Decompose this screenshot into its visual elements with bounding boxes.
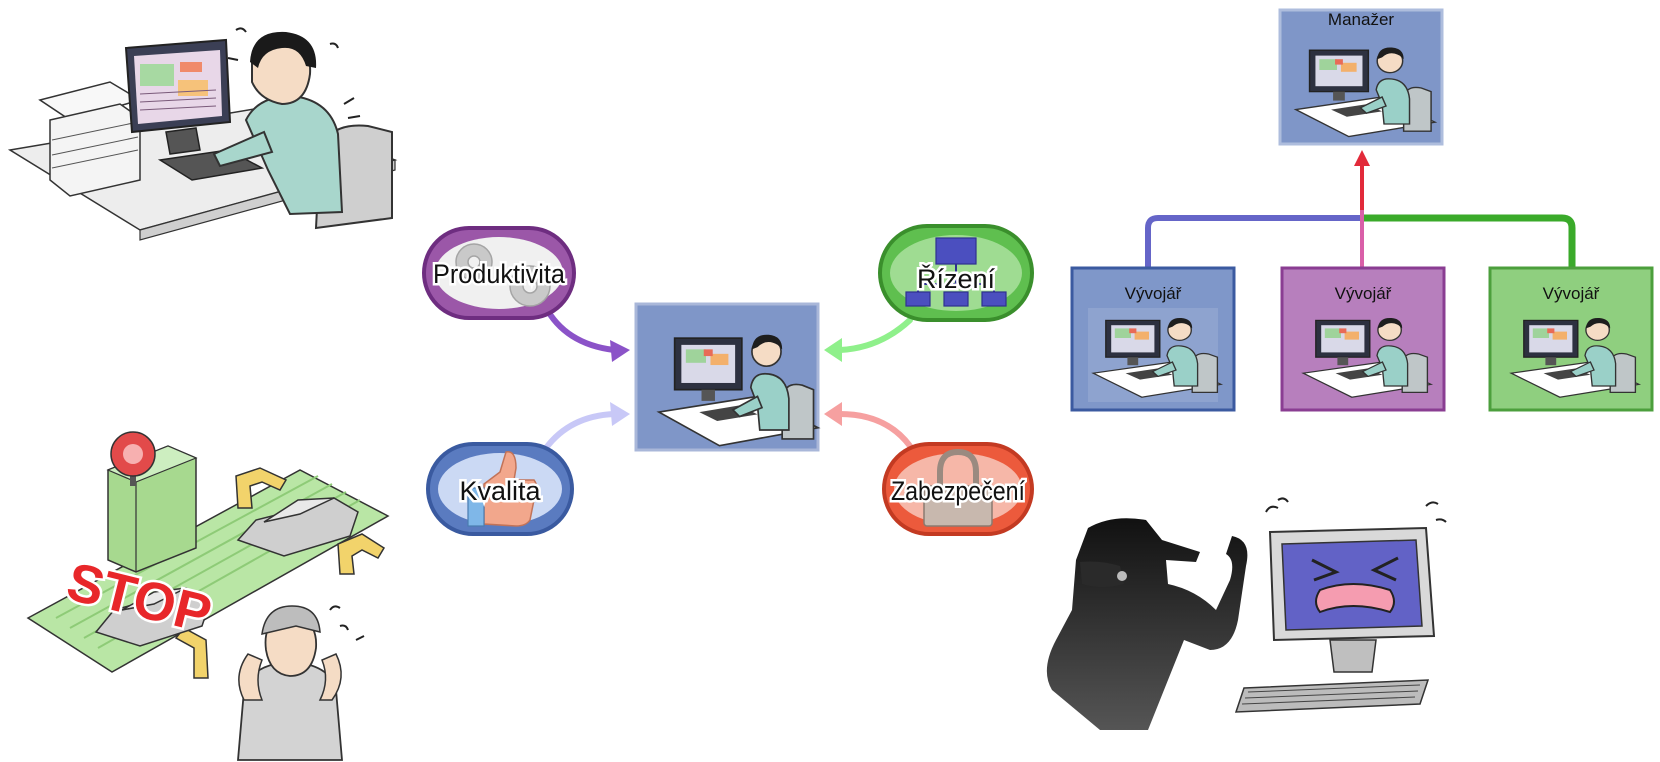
- productivity-pill: Produktivita: [422, 226, 576, 320]
- gear-icon: [455, 243, 551, 307]
- developer-tile-1: Vývojář: [1070, 266, 1236, 412]
- developer-label-3: Vývojář: [1543, 284, 1600, 303]
- developer-tile-3: Vývojář: [1488, 266, 1654, 412]
- org-chart: Manažer Vývojář Vývojář Vývojář: [1070, 8, 1654, 412]
- management-pill: Řízení: [878, 224, 1034, 322]
- developer-label-1: Vývojář: [1125, 284, 1182, 303]
- developer-label-2: Vývojář: [1335, 284, 1392, 303]
- padlock-icon: [923, 448, 993, 527]
- developer-tile-2: Vývojář: [1280, 266, 1446, 412]
- central-workstation-tile: [634, 302, 820, 452]
- manager-label: Manažer: [1328, 10, 1394, 29]
- security-pill: Zabezpečení: [882, 442, 1034, 536]
- thumbs-up-icon: [467, 451, 538, 527]
- manager-tile: Manažer: [1278, 8, 1444, 146]
- org-chart-icon: [905, 237, 1007, 307]
- stressed-office-worker-illustration: [7, 27, 398, 241]
- stopped-production-line-illustration: STOP: [26, 431, 390, 761]
- productivity-label: Produktivita: [433, 259, 566, 289]
- management-label: Řízení: [917, 263, 996, 294]
- security-label: Zabezpečení: [891, 476, 1025, 506]
- quality-pill: Kvalita: [426, 442, 574, 536]
- quality-label: Kvalita: [459, 476, 541, 506]
- hacker-attack-illustration: [1046, 497, 1447, 730]
